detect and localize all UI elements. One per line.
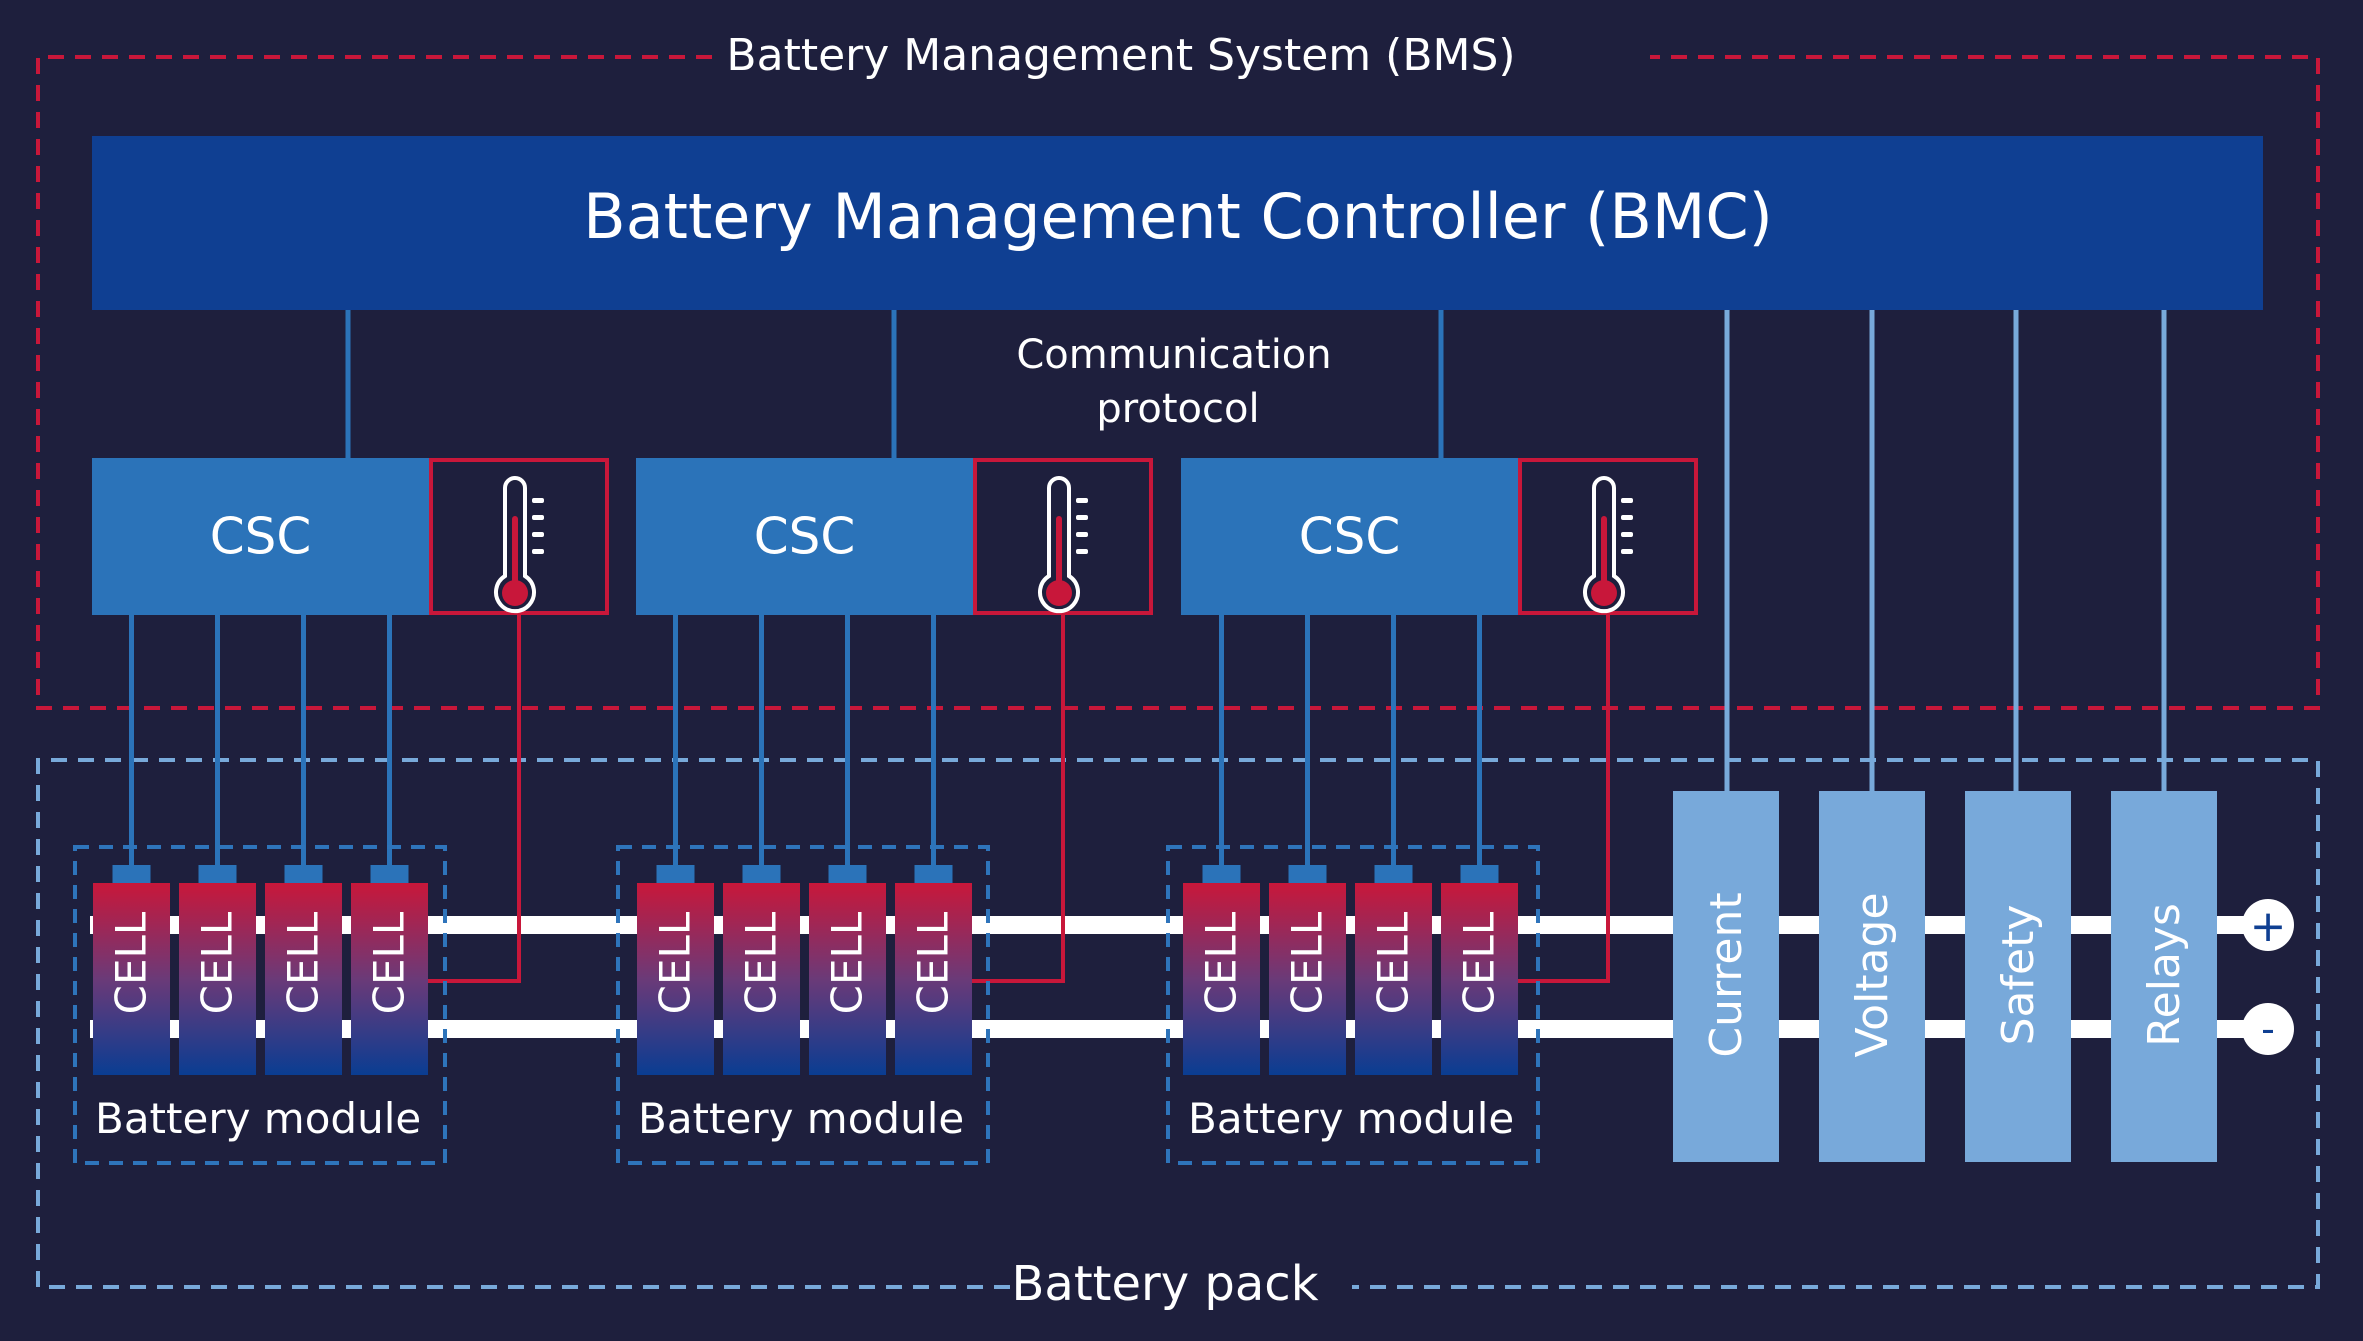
cell-terminal-cap xyxy=(1460,865,1499,883)
csc-box xyxy=(1181,458,1518,615)
battery-cell: CELL xyxy=(637,865,714,1075)
cell-terminal-cap xyxy=(742,865,781,883)
battery-module: CELL CELL CELL CELL Battery module xyxy=(73,615,447,1165)
battery-module-boundary xyxy=(73,845,447,1165)
cell-label: CELL xyxy=(1283,911,1332,1014)
cell-label: CELL xyxy=(737,911,786,1014)
temperature-sensor-line xyxy=(1518,615,1610,983)
cell-label: CELL xyxy=(909,911,958,1014)
battery-pack-boundary xyxy=(36,758,2320,1289)
cell-label: CELL xyxy=(365,911,414,1014)
cell-label: CELL xyxy=(1197,911,1246,1014)
pack-sensor-current: Current xyxy=(1673,310,1779,1162)
sensor-label: Current xyxy=(1701,892,1752,1057)
cell-label: CELL xyxy=(279,911,328,1014)
bmc-label: Battery Management Controller (BMC) xyxy=(583,180,1773,253)
battery-cell: CELL xyxy=(1183,865,1260,1075)
cell-label: CELL xyxy=(193,911,242,1014)
cell-terminal-cap xyxy=(656,865,695,883)
cell-body xyxy=(351,883,428,1075)
csc-unit: CSC xyxy=(1181,458,1698,615)
sensor-block xyxy=(1673,791,1779,1162)
pack-sensor-voltage: Voltage xyxy=(1819,310,1925,1162)
battery-pack-label: Battery pack xyxy=(1012,1256,1319,1312)
csc-label: CSC xyxy=(210,508,312,566)
cell-body xyxy=(809,883,886,1075)
battery-cell: CELL xyxy=(1441,865,1518,1075)
cell-terminal-cap xyxy=(1288,865,1327,883)
cell-body xyxy=(265,883,342,1075)
bmc-box xyxy=(92,136,2263,310)
cell-body xyxy=(723,883,800,1075)
thermometer-icon xyxy=(1583,476,1633,614)
cell-label: CELL xyxy=(107,911,156,1014)
battery-cell: CELL xyxy=(265,865,342,1075)
cell-label: CELL xyxy=(1369,911,1418,1014)
pack-sensor-relays: Relays xyxy=(2111,310,2217,1162)
battery-module: CELL CELL CELL CELL Battery module xyxy=(1166,615,1540,1165)
cell-terminal-cap xyxy=(828,865,867,883)
communication-protocol-label-line2: protocol xyxy=(1096,386,1259,432)
sensor-block xyxy=(1965,791,2071,1162)
cell-body xyxy=(1183,883,1260,1075)
thermometer-icon xyxy=(1038,476,1088,614)
csc-label: CSC xyxy=(754,508,856,566)
csc-unit: CSC xyxy=(92,458,609,615)
battery-module-label: Battery module xyxy=(95,1094,421,1143)
cell-label: CELL xyxy=(1455,911,1504,1014)
battery-cell: CELL xyxy=(1269,865,1346,1075)
battery-cell: CELL xyxy=(723,865,800,1075)
csc-label: CSC xyxy=(1299,508,1401,566)
battery-cell: CELL xyxy=(351,865,428,1075)
cell-body xyxy=(1441,883,1518,1075)
cell-body xyxy=(895,883,972,1075)
battery-module-boundary xyxy=(1166,845,1540,1165)
sensor-label: Voltage xyxy=(1847,892,1898,1057)
cell-body xyxy=(1355,883,1432,1075)
battery-cell: CELL xyxy=(895,865,972,1075)
csc-box xyxy=(636,458,973,615)
battery-module-label: Battery module xyxy=(638,1094,964,1143)
cell-label: CELL xyxy=(651,911,700,1014)
battery-cell: CELL xyxy=(179,865,256,1075)
cell-body xyxy=(93,883,170,1075)
cell-body xyxy=(1269,883,1346,1075)
negative-terminal: - xyxy=(2242,1003,2294,1055)
communication-protocol-label-line1: Communication xyxy=(1016,332,1331,378)
cell-terminal-cap xyxy=(1202,865,1241,883)
cell-body xyxy=(179,883,256,1075)
cell-terminal-cap xyxy=(284,865,323,883)
bms-boundary xyxy=(36,55,2320,710)
cell-terminal-cap xyxy=(198,865,237,883)
battery-cell: CELL xyxy=(1355,865,1432,1075)
positive-terminal-symbol: + xyxy=(2250,901,2287,952)
sensor-label: Relays xyxy=(2139,903,2190,1047)
cell-terminal-cap xyxy=(1374,865,1413,883)
pack-sensor-safety: Safety xyxy=(1965,310,2071,1162)
bms-label: Battery Management System (BMS) xyxy=(726,30,1515,81)
temperature-sensor-line xyxy=(428,615,521,983)
sensor-block xyxy=(2111,791,2217,1162)
thermometer-icon xyxy=(494,476,544,614)
battery-cell: CELL xyxy=(809,865,886,1075)
battery-module-label: Battery module xyxy=(1188,1094,1514,1143)
negative-terminal-symbol: - xyxy=(2261,1007,2275,1051)
csc-box xyxy=(92,458,429,615)
sensor-block xyxy=(1819,791,1925,1162)
positive-terminal: + xyxy=(2242,899,2294,952)
battery-module-boundary xyxy=(616,845,990,1165)
csc-unit: CSC xyxy=(636,458,1153,615)
temperature-sensor-line xyxy=(972,615,1065,983)
cell-terminal-cap xyxy=(370,865,409,883)
battery-module: CELL CELL CELL CELL Battery module xyxy=(616,615,990,1165)
cell-terminal-cap xyxy=(914,865,953,883)
cell-label: CELL xyxy=(823,911,872,1014)
cell-terminal-cap xyxy=(112,865,151,883)
battery-cell: CELL xyxy=(93,865,170,1075)
cell-body xyxy=(637,883,714,1075)
sensor-label: Safety xyxy=(1993,905,2044,1046)
